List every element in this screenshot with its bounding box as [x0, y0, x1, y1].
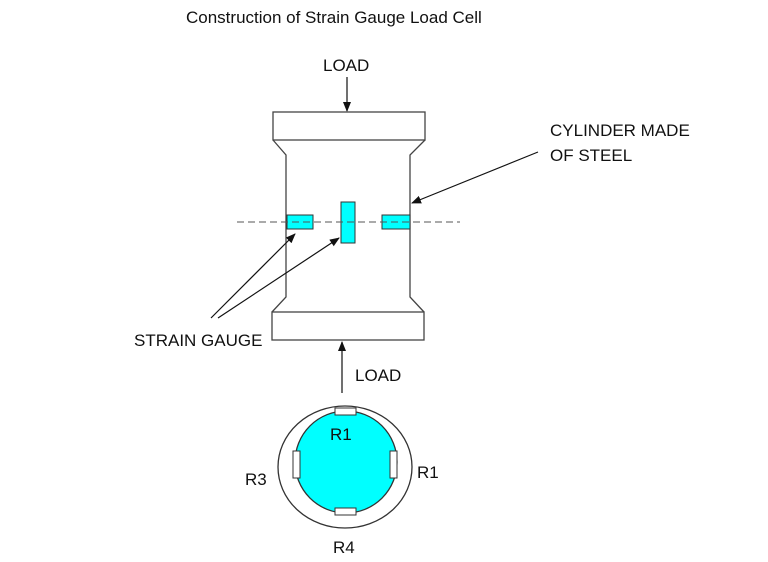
cross-section — [277, 405, 413, 529]
strain-gauge-label: STRAIN GAUGE — [134, 331, 262, 350]
load-label-bottom: LOAD — [355, 366, 401, 385]
gauge-label-bottom: R4 — [333, 538, 355, 557]
cylinder-label-line1: CYLINDER MADE — [550, 121, 690, 140]
strain-gauge-pointer-left — [210, 233, 296, 319]
gauge-label-left: R3 — [245, 470, 267, 489]
cylinder-label-line2: OF STEEL — [550, 146, 632, 165]
load-label-top: LOAD — [323, 56, 369, 75]
gauge-label-top: R1 — [330, 425, 352, 444]
steel-cylinder — [271, 111, 426, 341]
bottom-cap — [271, 311, 425, 341]
cylinder-right-side — [409, 139, 426, 313]
diagram-title: Construction of Strain Gauge Load Cell — [186, 8, 482, 27]
gauge-bottom — [334, 507, 357, 516]
gauge-left — [292, 450, 301, 479]
cylinder-pointer-arrow — [411, 151, 539, 204]
strain-gauge-pointer-center — [217, 237, 340, 319]
top-cap — [272, 111, 426, 141]
gauge-right — [389, 450, 398, 479]
gauge-top — [334, 407, 357, 416]
gauge-label-right: R1 — [417, 463, 439, 482]
cylinder-left-side — [271, 139, 287, 313]
